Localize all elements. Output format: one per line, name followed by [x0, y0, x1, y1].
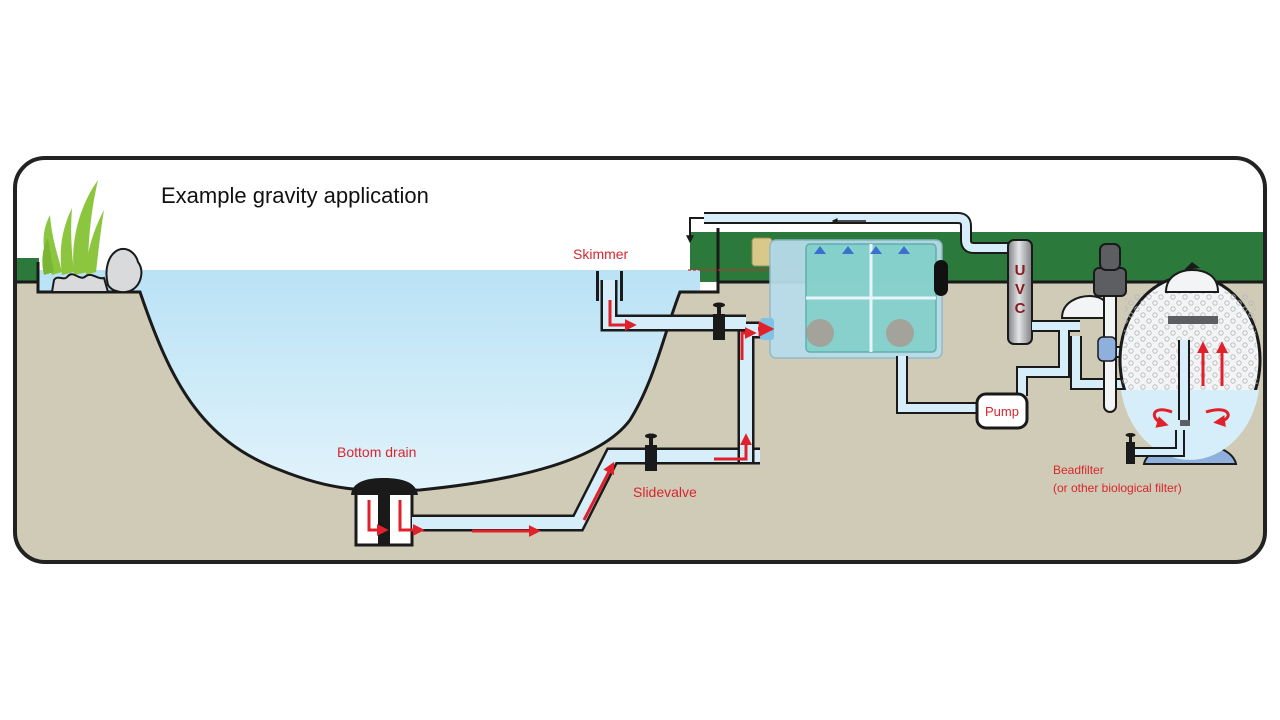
grass-strip-left: [15, 258, 39, 282]
multiport-coupling: [1097, 336, 1117, 362]
label-beadfilter-note: (or other biological filter): [1053, 481, 1182, 495]
pipe-pump-multiport: [1018, 330, 1068, 396]
pipe-bead-drain: [1132, 430, 1183, 455]
rock-large: [105, 248, 143, 294]
plant-icon: [42, 180, 104, 275]
pump: [975, 392, 1029, 430]
bead-filter: [1118, 262, 1262, 465]
multiport-handle[interactable]: [1099, 243, 1121, 271]
flow-arrow-swirl-left: [1153, 408, 1173, 428]
pipe-filter-to-pump: [898, 356, 990, 412]
uvc-letter-c: C: [1015, 300, 1026, 317]
flow-arrow-skimmer: [608, 300, 637, 331]
flow-arrow-drain-1: [367, 500, 389, 536]
slidevalve-lower[interactable]: [645, 433, 657, 472]
bottom-drain: [351, 478, 418, 547]
rock-small: [50, 273, 110, 293]
uvc-lamp: [1007, 239, 1033, 345]
label-bottom-drain: Bottom drain: [337, 444, 416, 460]
bead-drain-valve[interactable]: [1125, 433, 1136, 464]
pond-wall-right: [680, 228, 720, 294]
label-beadfilter: Beadfilter: [1053, 463, 1104, 477]
return-down-arrow: [686, 217, 704, 244]
uvc-letter-v: V: [1015, 281, 1025, 298]
pipe-bottom-drain: [412, 450, 760, 529]
pipe-return: [704, 214, 1012, 252]
flow-arrow-drain-2: [398, 500, 425, 536]
skimmer: [596, 271, 623, 301]
label-slidevalve: Slidevalve: [633, 484, 697, 500]
label-pump: Pump: [985, 404, 1019, 419]
flow-arrow-swirl-right: [1205, 408, 1230, 428]
multiport-head: [1093, 267, 1127, 297]
label-skimmer: Skimmer: [573, 246, 629, 262]
diagram-frame: [13, 156, 1267, 564]
drum-filter: [751, 237, 948, 359]
ground: [15, 280, 1265, 562]
flow-arrow-slope: [582, 461, 615, 521]
uvc-letter-u: U: [1015, 262, 1026, 279]
diagram-title: Example gravity application: [161, 183, 429, 208]
flow-arrow-riser-low: [714, 433, 752, 461]
flow-arrow-riser-high: [740, 327, 757, 360]
slidevalve-upper[interactable]: [713, 302, 725, 341]
